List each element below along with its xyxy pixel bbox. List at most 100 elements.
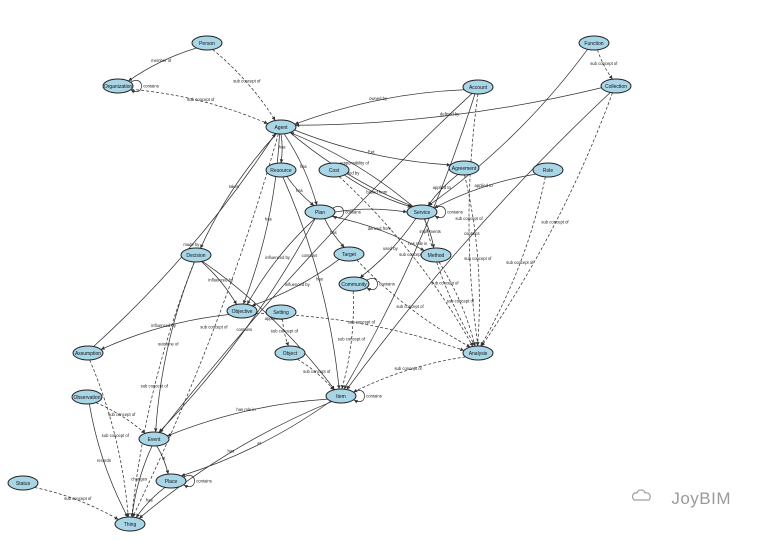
node-thing[interactable]: Thing bbox=[114, 516, 146, 532]
node-collection[interactable]: Collection bbox=[600, 78, 632, 94]
edge-line bbox=[294, 129, 451, 167]
edge-line bbox=[130, 261, 195, 518]
node-label: Target bbox=[342, 252, 357, 258]
node-shape bbox=[600, 78, 632, 94]
node-organization[interactable]: Organization bbox=[102, 78, 134, 94]
node-account[interactable]: Account bbox=[462, 79, 494, 95]
node-cost[interactable]: Cost bbox=[318, 162, 350, 178]
node-method[interactable]: Method bbox=[420, 247, 452, 263]
node-status[interactable]: Status bbox=[7, 475, 39, 491]
node-label: Thing bbox=[124, 522, 137, 528]
edge-label: derived from bbox=[368, 226, 392, 231]
node-place[interactable]: Place bbox=[155, 473, 187, 489]
node-label: Object bbox=[283, 351, 298, 357]
node-role[interactable]: Role bbox=[532, 162, 564, 178]
node-objective[interactable]: Objective bbox=[226, 303, 258, 319]
node-agent[interactable]: Agent bbox=[265, 119, 297, 135]
edge-line bbox=[353, 390, 365, 404]
edge-label: sub concept of bbox=[541, 220, 569, 225]
node-analysis[interactable]: Analysis bbox=[462, 345, 494, 361]
node-person[interactable]: Person bbox=[191, 35, 223, 51]
edge-objective-assumption: influenced by bbox=[100, 314, 230, 350]
edge-account-agent: owned by bbox=[294, 89, 465, 125]
edge-label: sub concept of bbox=[271, 329, 299, 334]
node-shape bbox=[448, 160, 480, 176]
edge-line bbox=[468, 93, 480, 347]
edge-line bbox=[279, 133, 284, 164]
edge-account-item: has role in bbox=[343, 93, 476, 390]
edge-line bbox=[428, 49, 588, 206]
edge-label: has bbox=[316, 277, 323, 282]
edge-agent-service: provided by bbox=[289, 132, 413, 207]
edge-line bbox=[93, 133, 276, 347]
node-agreement[interactable]: Agreement bbox=[448, 160, 480, 176]
edge-line bbox=[158, 218, 316, 433]
edge-line bbox=[100, 314, 230, 350]
node-shape bbox=[226, 303, 258, 319]
edge-line bbox=[200, 133, 277, 249]
node-setting[interactable]: Setting bbox=[265, 304, 297, 320]
node-label: Organization bbox=[104, 84, 133, 90]
node-observation[interactable]: Observation bbox=[71, 389, 103, 405]
node-community[interactable]: Community bbox=[338, 276, 370, 292]
edge-label: sub concept of bbox=[394, 366, 422, 371]
node-object[interactable]: Object bbox=[274, 345, 306, 361]
node-decision[interactable]: Decision bbox=[180, 247, 212, 263]
node-event[interactable]: Event bbox=[138, 431, 170, 447]
node-shape bbox=[333, 246, 365, 262]
edge-line bbox=[294, 89, 465, 125]
edge-label: influenced by bbox=[265, 255, 291, 260]
watermark-text: JoyBIM bbox=[671, 489, 731, 508]
edge-observation-thing: records bbox=[88, 403, 128, 518]
node-resource[interactable]: Resource bbox=[265, 162, 297, 178]
node-label: Resource bbox=[270, 168, 292, 174]
edge-line bbox=[283, 133, 318, 206]
node-label: Person bbox=[199, 41, 215, 47]
edge-label: sub concept of bbox=[590, 61, 618, 66]
edge-item-place: at bbox=[181, 400, 331, 477]
edge-line bbox=[359, 218, 417, 278]
node-assumption[interactable]: Assumption bbox=[72, 345, 104, 361]
edge-observation-event: sub concept of bbox=[95, 402, 146, 434]
edge-label: has bbox=[227, 448, 234, 453]
node-target[interactable]: Target bbox=[333, 246, 365, 262]
edge-collection-agent: defined by bbox=[295, 87, 602, 128]
edge-resource-plan: has bbox=[286, 176, 315, 206]
node-label: Setting bbox=[273, 310, 289, 316]
edge-label: applied to bbox=[475, 183, 494, 188]
edge-community-community: contains bbox=[366, 278, 395, 292]
edge-label: contains bbox=[196, 479, 212, 484]
edge-label: sub concept of bbox=[396, 304, 424, 309]
edge-function-service bbox=[428, 49, 588, 206]
edge-line bbox=[331, 215, 425, 251]
node-function[interactable]: Function bbox=[578, 35, 610, 51]
edge-agent-decision: takes bbox=[200, 133, 277, 249]
edge-line bbox=[246, 218, 316, 305]
edge-label: sub concept of bbox=[431, 281, 459, 286]
edge-label: provided by bbox=[338, 170, 361, 175]
node-service[interactable]: Service bbox=[406, 204, 438, 220]
node-shape bbox=[420, 247, 452, 263]
edge-label: sub concept of bbox=[338, 336, 366, 341]
edge-event-place: at bbox=[156, 445, 170, 475]
edge-plan-target: has bbox=[324, 218, 345, 248]
edge-collection-analysis: sub concept of bbox=[481, 92, 613, 347]
edge-cost-service: based from bbox=[344, 174, 412, 208]
edge-method-analysis: sub concept of bbox=[438, 261, 476, 347]
edge-analysis-item: sub concept of bbox=[353, 356, 466, 393]
edge-service-service: contains bbox=[434, 206, 463, 220]
node-shape bbox=[462, 79, 494, 95]
edge-place-thing: has bbox=[135, 487, 166, 518]
node-label: Plan bbox=[315, 210, 325, 216]
edge-line bbox=[34, 487, 119, 520]
edge-label: sub concept of bbox=[102, 433, 130, 438]
edge-line bbox=[424, 218, 476, 347]
edge-label: sub concept of bbox=[303, 369, 331, 374]
node-plan[interactable]: Plan bbox=[304, 204, 336, 220]
node-shape bbox=[71, 389, 103, 405]
edge-setting-object: sub concept of bbox=[271, 318, 299, 347]
edge-line bbox=[135, 487, 166, 518]
node-item[interactable]: Item bbox=[325, 388, 357, 404]
edge-label: contains bbox=[464, 231, 480, 236]
